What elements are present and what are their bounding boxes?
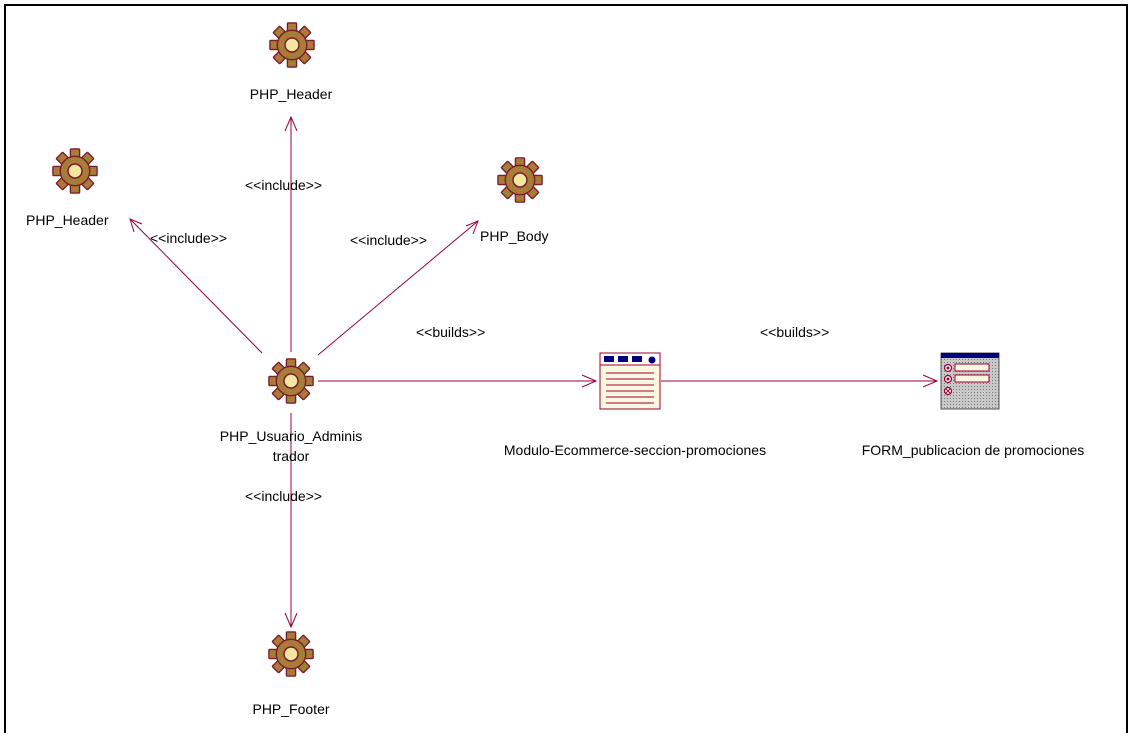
label-php-footer: PHP_Footer — [252, 701, 330, 717]
edge-label-builds-module: <<builds>> — [416, 324, 486, 340]
arrowhead-module — [581, 374, 598, 388]
edge-label-include-footer: <<include>> — [245, 488, 323, 504]
arrowhead-footer — [284, 612, 298, 629]
html-form-icon[interactable] — [940, 352, 1000, 410]
label-form: FORM_publicacion de promociones — [861, 442, 1085, 458]
client-page-icon[interactable] — [599, 352, 661, 410]
php-gear-icon — [512, 172, 528, 188]
edge-admin-body — [317, 220, 479, 356]
label-module: Modulo-Ecommerce-seccion-promociones — [503, 442, 767, 458]
arrowhead-header-top — [284, 115, 298, 132]
gear-body[interactable] — [497, 157, 543, 203]
edge-label-include-header-top: <<include>> — [245, 177, 323, 193]
diagram-frame — [4, 4, 1128, 733]
arrowhead-header-left — [129, 218, 143, 233]
edge-label-builds-form: <<builds>> — [760, 324, 830, 340]
label-php-header-top: PHP_Header — [249, 86, 333, 102]
edge-label-include-body: <<include>> — [350, 232, 428, 248]
edge-admin-header-left — [129, 218, 263, 354]
label-php-admin-line1: PHP_Usuario_Adminis — [219, 428, 363, 444]
php-gear-icon — [284, 37, 300, 53]
arrowhead-form — [922, 374, 939, 388]
arrowhead-body — [465, 220, 479, 235]
gear-header-left[interactable] — [52, 148, 98, 194]
label-php-admin-line2: trador — [272, 448, 310, 464]
gear-footer[interactable] — [268, 631, 314, 677]
php-gear-icon — [283, 646, 299, 662]
php-gear-icon — [67, 163, 83, 179]
gear-admin[interactable] — [268, 358, 314, 404]
label-php-body: PHP_Body — [480, 228, 549, 244]
php-gear-icon — [283, 373, 299, 389]
label-php-header-left: PHP_Header — [26, 212, 109, 228]
gear-header-top[interactable] — [269, 22, 315, 68]
edge-label-include-header-left: <<include>> — [150, 230, 228, 246]
